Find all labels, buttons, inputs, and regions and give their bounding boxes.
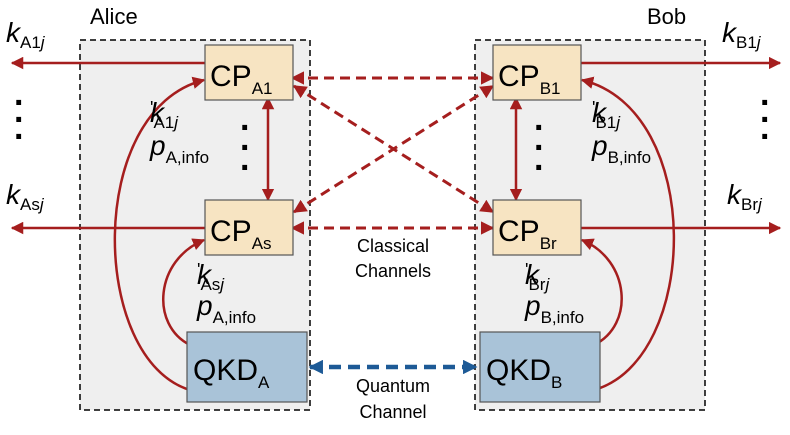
bob-label: Bob	[647, 4, 686, 29]
svg-text:.: .	[14, 92, 23, 130]
ellipsis-vertical: ... ... ... ...	[14, 75, 769, 178]
bob-qkd-to-cpr-arrow	[580, 238, 623, 347]
svg-text:.: .	[240, 140, 249, 178]
alice-info-top-p: pA,info	[149, 130, 209, 167]
alice-info-bottom-p: pA,info	[196, 290, 256, 327]
svg-text:.: .	[534, 100, 543, 138]
svg-text:.: .	[14, 109, 23, 147]
bob-cp-br-box: CPBr	[492, 199, 582, 256]
alice-qkd-box: QKDA	[186, 331, 308, 403]
alice-key-top-label: kA1j	[6, 17, 46, 52]
svg-text:.: .	[534, 120, 543, 158]
quantum-channel-label-line1: Quantum	[356, 376, 430, 396]
svg-text:CPAs: CPAs	[210, 215, 272, 253]
bob-key-bottom-label: kBrj	[727, 179, 763, 214]
svg-text:.: .	[760, 92, 769, 130]
bob-cp-b1-box: CPB1	[492, 44, 582, 101]
svg-text:CPB1: CPB1	[498, 60, 560, 98]
svg-text:.: .	[760, 109, 769, 147]
alice-cp-a1-box: CPA1	[204, 44, 294, 101]
bob-key-top-label: kB1j	[722, 17, 762, 52]
alice-info-bottom-kprime: k'Asj	[197, 259, 225, 294]
bob-info-top-kprime: k'B1j	[592, 97, 621, 132]
svg-text:CPA1: CPA1	[210, 60, 272, 98]
svg-text:.: .	[240, 120, 249, 158]
bob-info-bottom-p: pB,info	[524, 290, 584, 327]
svg-text:.: .	[534, 140, 543, 178]
svg-text:.: .	[14, 75, 23, 113]
alice-cp-as-box: CPAs	[204, 199, 294, 256]
classical-channels-label-line2: Channels	[355, 261, 431, 281]
classical-channel-as-b1	[292, 84, 495, 214]
svg-text:CPBr: CPBr	[498, 215, 557, 253]
svg-text:.: .	[240, 100, 249, 138]
alice-qkd-to-cp1-arrow	[113, 76, 206, 392]
alice-label: Alice	[90, 4, 138, 29]
bob-info-top-p: pB,info	[591, 130, 651, 167]
bob-qkd-box: QKDB	[479, 331, 601, 403]
alice-key-bottom-label: kAsj	[6, 179, 45, 214]
alice-qkd-to-cps-arrow	[162, 238, 206, 347]
bob-qkd-to-cp1-arrow	[580, 76, 676, 392]
svg-text:QKDA: QKDA	[193, 354, 270, 392]
classical-channels-label-line1: Classical	[357, 236, 429, 256]
quantum-channel-label-line2: Channel	[359, 402, 426, 422]
bob-info-bottom-kprime: k'Brj	[525, 259, 550, 294]
alice-info-top-kprime: k'A1j	[150, 97, 179, 132]
classical-channels	[290, 71, 495, 235]
svg-text:QKDB: QKDB	[486, 354, 562, 392]
svg-text:.: .	[760, 75, 769, 113]
